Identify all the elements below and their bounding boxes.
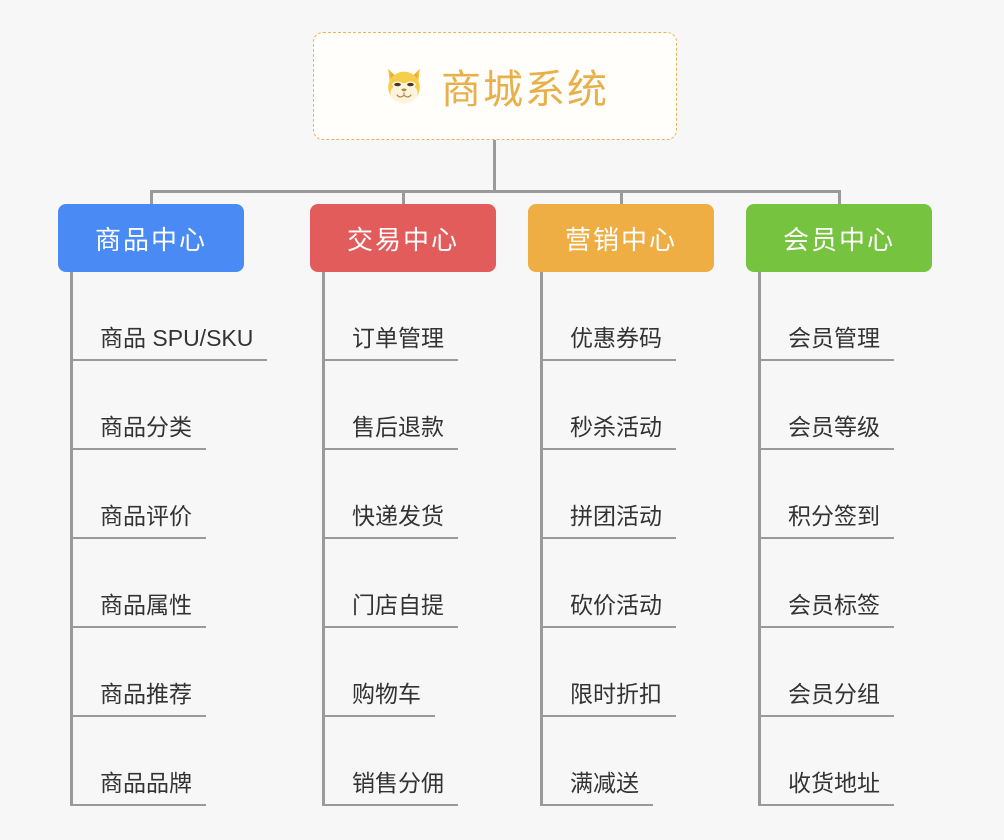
list-item[interactable]: 会员分组	[746, 628, 932, 717]
list-item[interactable]: 限时折扣	[528, 628, 714, 717]
leaf-list-1: 商品 SPU/SKU 商品分类 商品评价 商品属性 商品推荐 商品品牌	[58, 272, 268, 806]
list-item[interactable]: 购物车	[310, 628, 496, 717]
category-column-4: 会员中心 会员管理 会员等级 积分签到 会员标签 会员分组 收货地址	[746, 204, 932, 806]
connector-drop-4	[838, 190, 841, 206]
leaf-label: 商品品牌	[70, 770, 206, 806]
category-column-1: 商品中心 商品 SPU/SKU 商品分类 商品评价 商品属性 商品推荐 商品品牌	[58, 204, 268, 806]
list-item[interactable]: 订单管理	[310, 272, 496, 361]
list-item[interactable]: 会员标签	[746, 539, 932, 628]
list-item[interactable]: 会员管理	[746, 272, 932, 361]
list-item[interactable]: 收货地址	[746, 717, 932, 806]
list-item[interactable]: 商品 SPU/SKU	[58, 272, 268, 361]
leaf-label: 商品评价	[70, 503, 206, 539]
list-item[interactable]: 商品品牌	[58, 717, 244, 806]
leaf-label: 砍价活动	[540, 592, 676, 628]
shiba-dog-icon	[381, 63, 427, 109]
leaf-label: 售后退款	[322, 414, 458, 450]
list-item[interactable]: 商品评价	[58, 450, 244, 539]
leaf-spine-1	[70, 272, 73, 806]
leaf-list-4: 会员管理 会员等级 积分签到 会员标签 会员分组 收货地址	[746, 272, 932, 806]
list-item[interactable]: 会员等级	[746, 361, 932, 450]
list-item[interactable]: 门店自提	[310, 539, 496, 628]
category-label-1: 商品中心	[94, 224, 207, 255]
connector-drop-3	[620, 190, 623, 206]
list-item[interactable]: 商品属性	[58, 539, 244, 628]
leaf-list-2: 订单管理 售后退款 快递发货 门店自提 购物车 销售分佣	[310, 272, 496, 806]
connector-horizontal-bus	[150, 190, 840, 193]
category-header-1[interactable]: 商品中心	[58, 204, 244, 272]
leaf-label: 会员等级	[758, 414, 894, 450]
leaf-label: 购物车	[322, 681, 435, 717]
category-label-2: 交易中心	[346, 224, 459, 255]
list-item[interactable]: 拼团活动	[528, 450, 714, 539]
leaf-list-3: 优惠券码 秒杀活动 拼团活动 砍价活动 限时折扣 满减送	[528, 272, 714, 806]
list-item[interactable]: 商品分类	[58, 361, 244, 450]
connector-drop-1	[150, 190, 153, 206]
category-column-2: 交易中心 订单管理 售后退款 快递发货 门店自提 购物车 销售分佣	[310, 204, 496, 806]
leaf-label: 会员分组	[758, 681, 894, 717]
leaf-label: 会员管理	[758, 325, 894, 361]
leaf-label: 销售分佣	[322, 770, 458, 806]
leaf-label: 满减送	[540, 770, 653, 806]
leaf-label: 积分签到	[758, 503, 894, 539]
category-header-3[interactable]: 营销中心	[528, 204, 714, 272]
list-item[interactable]: 销售分佣	[310, 717, 496, 806]
list-item[interactable]: 快递发货	[310, 450, 496, 539]
leaf-label: 商品分类	[70, 414, 206, 450]
category-column-3: 营销中心 优惠券码 秒杀活动 拼团活动 砍价活动 限时折扣 满减送	[528, 204, 714, 806]
leaf-spine-3	[540, 272, 543, 806]
list-item[interactable]: 砍价活动	[528, 539, 714, 628]
leaf-label: 限时折扣	[540, 681, 676, 717]
list-item[interactable]: 秒杀活动	[528, 361, 714, 450]
list-item[interactable]: 售后退款	[310, 361, 496, 450]
category-header-4[interactable]: 会员中心	[746, 204, 932, 272]
leaf-label: 快递发货	[322, 503, 458, 539]
list-item[interactable]: 优惠券码	[528, 272, 714, 361]
category-header-2[interactable]: 交易中心	[310, 204, 496, 272]
list-item[interactable]: 商品推荐	[58, 628, 244, 717]
leaf-label: 收货地址	[758, 770, 894, 806]
leaf-label: 商品 SPU/SKU	[70, 325, 268, 361]
leaf-spine-4	[758, 272, 761, 806]
root-node[interactable]: 商城系统	[313, 32, 677, 140]
leaf-spine-2	[322, 272, 325, 806]
leaf-label: 秒杀活动	[540, 414, 676, 450]
category-label-3: 营销中心	[564, 224, 677, 255]
leaf-label: 订单管理	[322, 325, 458, 361]
root-title: 商城系统	[441, 68, 609, 112]
list-item[interactable]: 满减送	[528, 717, 714, 806]
category-label-4: 会员中心	[782, 224, 895, 255]
leaf-label: 门店自提	[322, 592, 458, 628]
leaf-label: 会员标签	[758, 592, 894, 628]
leaf-label: 商品推荐	[70, 681, 206, 717]
connector-root-stem	[493, 140, 496, 193]
leaf-label: 优惠券码	[540, 325, 676, 361]
list-item[interactable]: 积分签到	[746, 450, 932, 539]
connector-drop-2	[402, 190, 405, 206]
leaf-label: 拼团活动	[540, 503, 676, 539]
leaf-label: 商品属性	[70, 592, 206, 628]
